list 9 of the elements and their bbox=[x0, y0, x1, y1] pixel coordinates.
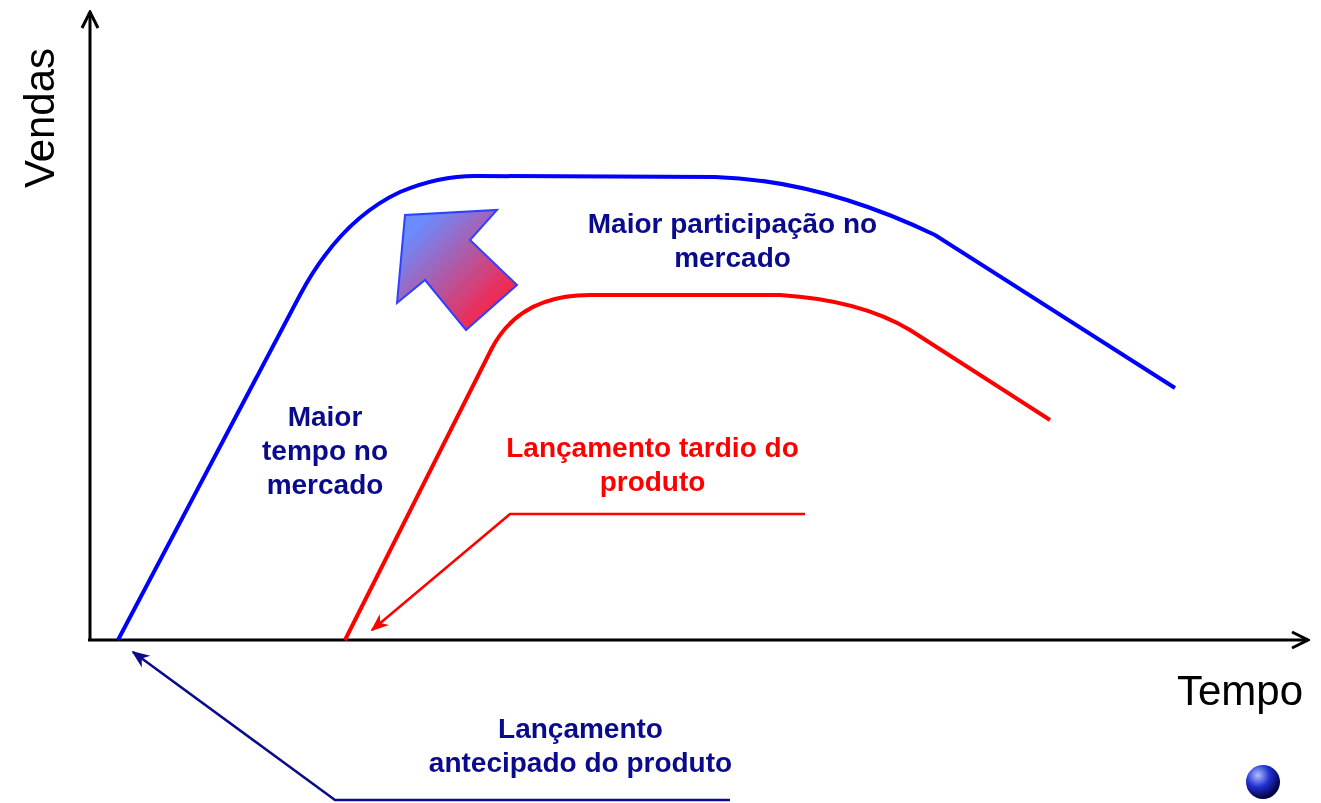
callout-text: Lançamento tardio do produto bbox=[500, 431, 805, 499]
callout-text: Lançamento antecipado do produto bbox=[428, 712, 733, 780]
sales-curve bbox=[116, 174, 1177, 641]
leader-line bbox=[370, 512, 805, 632]
axis-label: Tempo bbox=[1175, 668, 1305, 714]
annotation-text: Maior participação no mercado bbox=[586, 207, 879, 275]
leader-line bbox=[131, 650, 730, 802]
axis-label: Vendas bbox=[17, 47, 64, 189]
annotation-text: Maior tempo no mercado bbox=[261, 400, 389, 502]
